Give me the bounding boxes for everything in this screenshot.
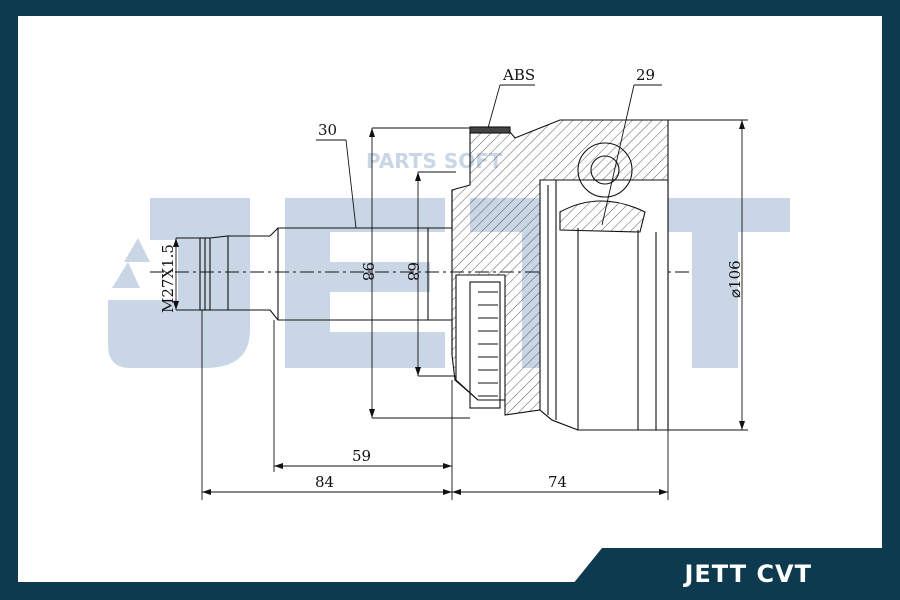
label-84: 84 bbox=[315, 473, 334, 491]
label-thread: M27X1.5 bbox=[159, 244, 177, 313]
dimension-arrows bbox=[173, 120, 745, 495]
dimension-lines bbox=[175, 84, 748, 500]
label-98: 98 bbox=[359, 262, 377, 281]
label-abs: ABS bbox=[502, 66, 535, 84]
label-74: 74 bbox=[548, 473, 567, 491]
cv-joint-drawing bbox=[150, 119, 690, 431]
footer-brand-bar bbox=[560, 548, 900, 600]
label-29: 29 bbox=[636, 66, 655, 84]
footer-brand: JETT CVT bbox=[684, 560, 812, 588]
label-59: 59 bbox=[352, 447, 371, 465]
label-106: ⌀106 bbox=[726, 260, 744, 298]
label-68: 68 bbox=[404, 262, 422, 281]
label-30: 30 bbox=[318, 121, 337, 139]
